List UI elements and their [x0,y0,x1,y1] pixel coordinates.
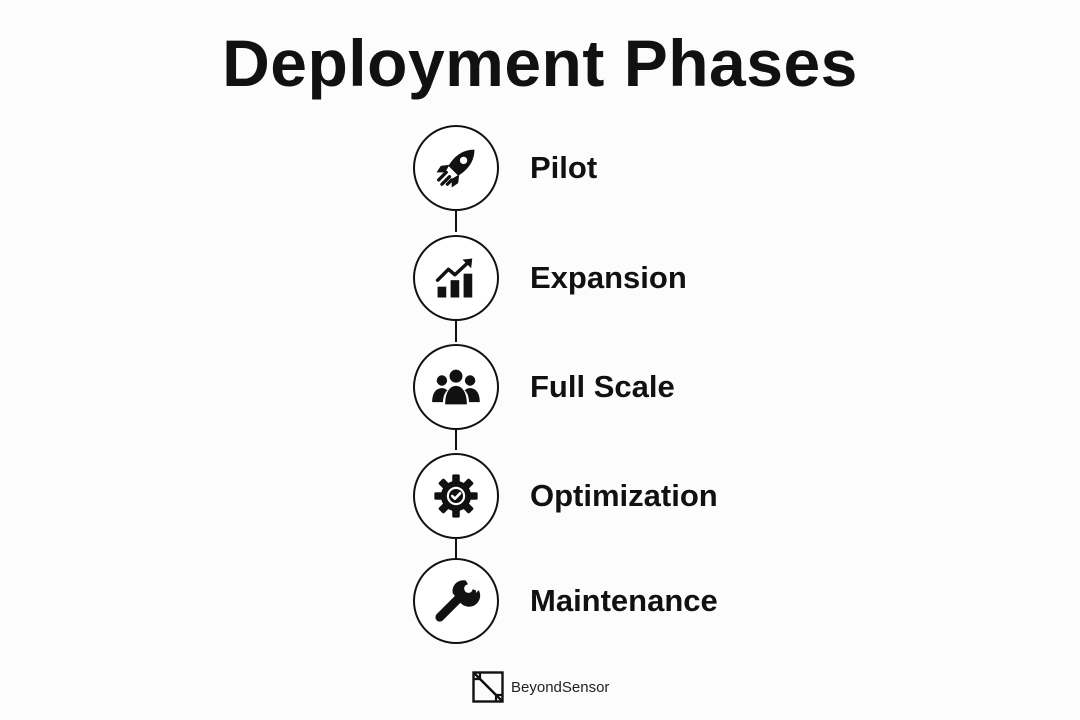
team-icon [430,361,482,413]
phase-label: Maintenance [530,583,718,618]
beyondsensor-logo-icon [472,671,504,703]
phase-icon-circle [413,235,499,321]
timeline-connector [455,429,457,450]
phase-item-optimization: Optimization [413,453,718,539]
phase-item-full-scale: Full Scale [413,344,675,430]
phase-icon-circle [413,344,499,430]
timeline-connector [455,321,457,342]
phase-label: Pilot [530,150,598,185]
phase-icon-circle [413,558,499,644]
rocket-icon [430,142,482,194]
phase-item-expansion: Expansion [413,235,687,321]
phase-item-maintenance: Maintenance [413,558,718,644]
timeline-connector [455,539,457,560]
phase-label: Full Scale [530,369,675,404]
phase-item-pilot: Pilot [413,125,597,211]
phase-label: Expansion [530,260,687,295]
brand-footer: BeyondSensor [472,671,609,703]
phase-label: Optimization [530,478,718,513]
wrench-icon [430,575,482,627]
page-title: Deployment Phases [222,26,858,100]
timeline-connector [455,211,457,232]
brand-name: BeyondSensor [511,678,610,696]
phase-icon-circle [413,453,499,539]
growth-chart-icon [430,252,482,304]
gear-check-icon [430,470,482,522]
phase-icon-circle [413,125,499,211]
